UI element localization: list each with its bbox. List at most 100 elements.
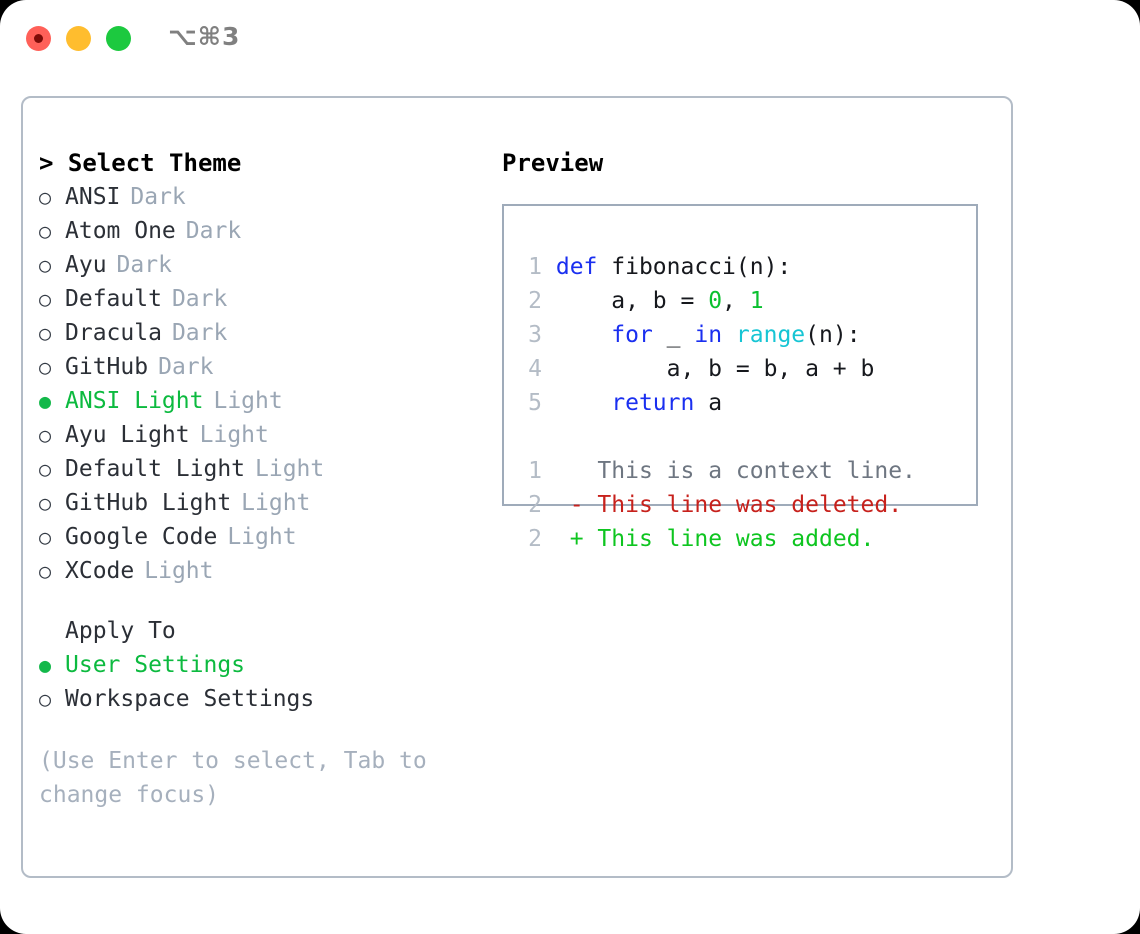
apply-to-option-user-settings[interactable]: ● User Settings <box>39 648 469 682</box>
radio-unselected-icon: ○ <box>39 525 52 549</box>
theme-option-label: XCode <box>65 558 135 584</box>
theme-option-variant-tag: Light <box>227 524 297 550</box>
code-line: 1 def fibonacci(n): <box>520 250 976 284</box>
theme-option-variant-tag: Light <box>255 456 325 482</box>
close-button-inner-dot <box>34 34 43 43</box>
radio-unselected-icon: ○ <box>39 687 52 711</box>
code-token-keyword: def <box>555 254 598 280</box>
apply-to-option-label: Workspace Settings <box>65 686 315 712</box>
radio-selected-icon: ● <box>39 389 52 413</box>
code-token-plain: a <box>694 390 723 416</box>
window-titlebar: ⌥⌘3 <box>0 0 1140 78</box>
theme-option-variant-tag: Dark <box>158 354 214 380</box>
theme-option-label: ANSI <box>65 184 121 210</box>
apply-to-heading: Apply To <box>65 618 176 644</box>
diff-line-text: This line was deleted. <box>597 492 903 518</box>
page-title-label: Select Theme <box>67 149 242 177</box>
code-line-number: 3 <box>528 322 542 348</box>
theme-option-variant-tag: Dark <box>171 286 228 312</box>
diff-line-number: 2 <box>528 492 542 518</box>
code-token-plain: , <box>722 288 750 314</box>
diff-line-added: 2 + This line was added. <box>520 522 976 556</box>
code-token-number: 0 <box>708 288 723 314</box>
radio-selected-icon: ● <box>39 653 52 677</box>
code-line: 3 for _ in range(n): <box>520 318 976 352</box>
section-spacer <box>39 588 469 614</box>
keyboard-hint-text: (Use Enter to select, Tab to change focu… <box>39 748 441 808</box>
apply-to-option-label: User Settings <box>65 652 246 678</box>
theme-option-label: ANSI Light <box>65 388 204 414</box>
radio-unselected-icon: ○ <box>39 423 52 447</box>
radio-unselected-icon: ○ <box>39 219 52 243</box>
theme-option-label: Atom One <box>65 218 176 244</box>
diff-marker: - <box>569 492 584 518</box>
code-line: 5 return a <box>520 386 976 420</box>
theme-option-variant-tag: Light <box>199 422 269 448</box>
diff-marker: + <box>569 526 584 552</box>
theme-option-label: GitHub Light <box>65 490 232 516</box>
theme-option-ayu-light[interactable]: ○ Ayu Light Light <box>39 418 469 452</box>
diff-line-content: - This line was deleted. <box>542 492 902 518</box>
code-token-number: 1 <box>749 288 764 314</box>
diff-sample: 1 This is a context line.2 - This line w… <box>520 454 976 556</box>
code-token-keyword: for <box>611 322 653 348</box>
minimize-button-icon[interactable] <box>66 26 91 51</box>
code-token-plain: a, b = <box>555 288 709 314</box>
code-diff-separator <box>520 420 976 454</box>
apply-to-option-workspace-settings[interactable]: ○ Workspace Settings <box>39 682 469 716</box>
theme-option-label: GitHub <box>65 354 149 380</box>
theme-option-variant-tag: Light <box>213 388 283 414</box>
code-line-number: 5 <box>528 390 542 416</box>
code-token-builtin: range <box>735 322 806 348</box>
code-token-plain: (n): <box>805 322 861 348</box>
code-line: 4 a, b = b, a + b <box>520 352 976 386</box>
close-button-icon[interactable] <box>26 26 51 51</box>
code-line-number: 2 <box>528 288 542 314</box>
preview-column: Preview 1 def fibonacci(n):2 a, b = 0, 1… <box>502 146 982 552</box>
radio-unselected-icon: ○ <box>39 559 52 583</box>
apply-to-list: ● User Settings ○ Workspace Settings <box>39 648 469 716</box>
page-title: > Select Theme <box>39 146 469 180</box>
theme-option-ansi-light[interactable]: ● ANSI Light Light <box>39 384 469 418</box>
diff-line-content: This is a context line. <box>542 458 916 484</box>
diff-line-context: 1 This is a context line. <box>520 454 976 488</box>
theme-option-label: Default Light <box>65 456 246 482</box>
radio-unselected-icon: ○ <box>39 253 52 277</box>
diff-line-deleted: 2 - This line was deleted. <box>520 488 976 522</box>
code-token-plain: _ <box>652 322 695 348</box>
diff-line-text: This is a context line. <box>597 458 916 484</box>
theme-option-label: Ayu Light <box>65 422 190 448</box>
radio-unselected-icon: ○ <box>39 321 52 345</box>
code-token-plain <box>556 390 611 416</box>
diff-line-number: 1 <box>528 458 542 484</box>
code-line-number: 1 <box>528 254 542 280</box>
code-line-number: 4 <box>528 356 542 382</box>
diff-line-content: + This line was added. <box>542 526 875 552</box>
theme-option-github[interactable]: ○ GitHub Dark <box>39 350 469 384</box>
diff-marker <box>570 458 584 484</box>
radio-unselected-icon: ○ <box>39 287 52 311</box>
radio-unselected-icon: ○ <box>39 491 52 515</box>
radio-unselected-icon: ○ <box>39 355 52 379</box>
code-token-plain: fibonacci(n): <box>597 254 792 280</box>
code-token-plain <box>556 322 611 348</box>
code-token-plain <box>722 322 736 348</box>
maximize-button-icon[interactable] <box>106 26 131 51</box>
code-line: 2 a, b = 0, 1 <box>520 284 976 318</box>
diff-line-text: This line was added. <box>597 526 875 552</box>
